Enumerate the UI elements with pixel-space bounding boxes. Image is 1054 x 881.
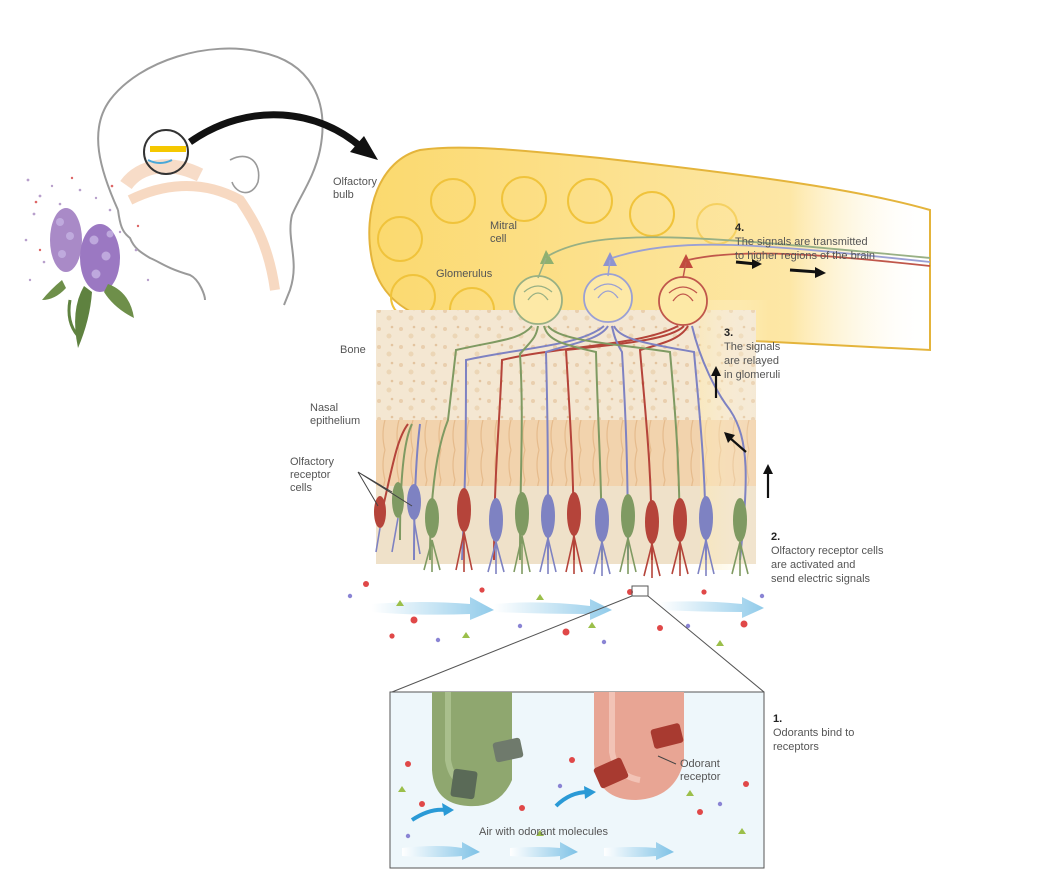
step-3: 3. The signals are relayed in glomeruli [724,312,780,382]
olfactory-bulb-label: Olfactory bulb [333,176,378,201]
bone-label: Bone [340,344,366,356]
step-text: The signals are transmitted to higher re… [735,236,876,262]
step-text: Odorants bind to receptors [773,727,855,753]
output-tracts [547,236,931,267]
air-flow-arrows [372,597,764,620]
step-text: Olfactory receptor cells are activated a… [771,545,884,585]
zoom-source-box [631,585,649,597]
odorant-receptor-icon [450,723,684,800]
glomeruli [513,273,708,326]
zoom-arrow [187,111,365,151]
epithelium-lower [376,486,756,564]
nasal-epithelium-label: Nasal epithelium [310,402,361,427]
mitral-cells [537,250,693,279]
head-illustration [97,47,324,306]
magnify-circle [143,129,189,175]
odorant-receptor-label: Odorant receptor [680,758,721,783]
zoom-arrowhead [350,136,378,160]
signal-arrows [711,259,826,498]
step-2: 2. Olfactory receptor cells are activate… [771,516,883,586]
glomerulus-label: Glomerulus [436,268,493,280]
step-text: The signals are relayed in glomeruli [724,341,781,381]
olfactory-receptor-cells-label: Olfactory receptor cells [290,456,335,494]
step-number: 2. [771,531,781,543]
step-4: 4. The signals are transmitted to higher… [735,207,875,263]
air-with-odorant-label: Air with odorant molecules [479,826,609,838]
cilia [375,517,749,578]
nasal-epithelium-layer [376,420,756,486]
lilac-flower-icon [24,176,150,348]
step-number: 4. [735,222,745,234]
step-number: 1. [773,713,783,725]
mitral-cell-label: Mitral cell [490,220,517,245]
inset-panel [389,691,765,869]
step-1: 1. Odorants bind to receptors [773,698,854,754]
step-number: 3. [724,327,734,339]
